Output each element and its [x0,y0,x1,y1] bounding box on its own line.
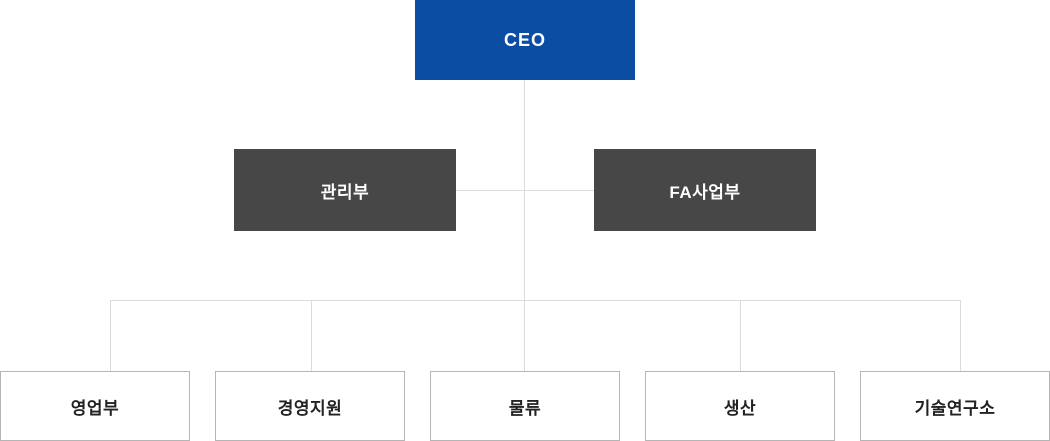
org-node-sales-dept: 영업부 [0,371,190,441]
org-node-management-support-label: 경영지원 [277,398,343,418]
org-node-management-support: 경영지원 [215,371,405,441]
org-node-sales-dept-label: 영업부 [70,398,120,418]
org-node-admin-dept: 관리부 [234,149,456,231]
connector-drop-production [740,300,741,371]
org-node-fa-business-dept: FA사업부 [594,149,816,231]
connector-drop-tech-institute [960,300,961,371]
org-node-ceo-label: CEO [503,29,546,50]
org-node-tech-research-institute: 기술연구소 [860,371,1050,441]
connector-level3-horizontal [110,300,961,301]
org-node-ceo: CEO [415,0,635,80]
org-node-production: 생산 [645,371,835,441]
org-node-logistics-label: 물류 [508,398,542,418]
connector-dept-horizontal [456,190,595,191]
connector-drop-sales [110,300,111,371]
connector-ceo-trunk [524,80,525,371]
org-node-fa-business-dept-label: FA사업부 [669,182,741,202]
org-node-admin-dept-label: 관리부 [320,182,370,202]
org-node-tech-research-institute-label: 기술연구소 [914,398,996,418]
org-node-logistics: 물류 [430,371,620,441]
org-node-production-label: 생산 [723,398,757,418]
connector-drop-management-support [311,300,312,371]
